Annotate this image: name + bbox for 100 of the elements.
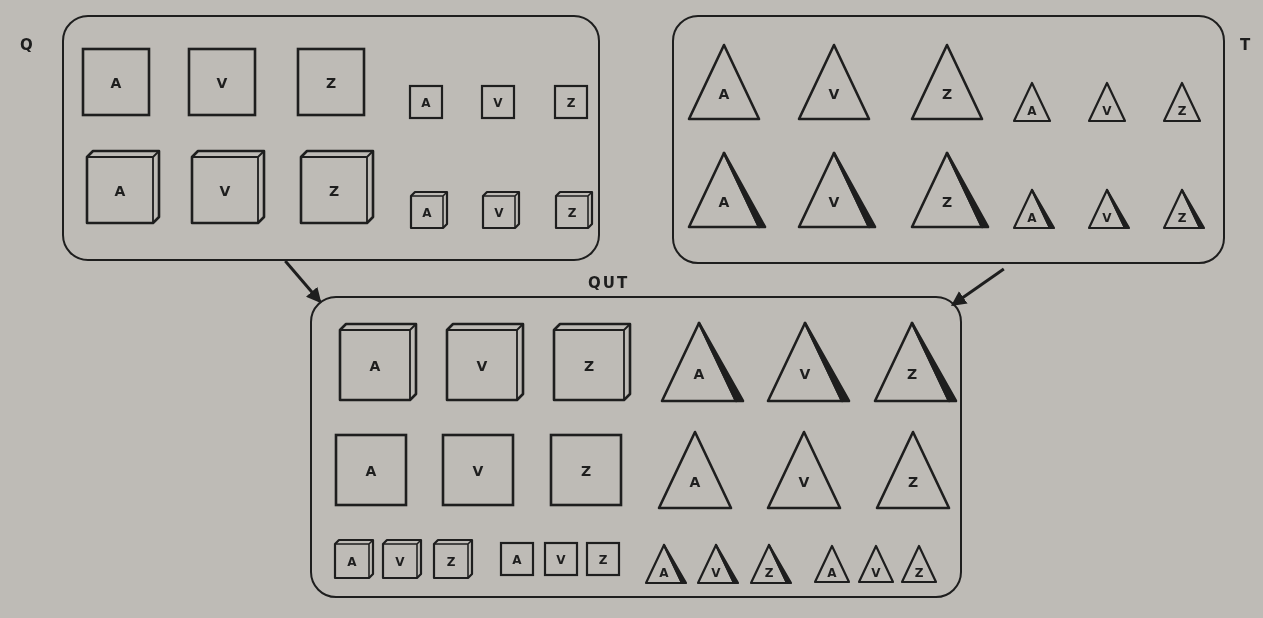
square-block — [340, 324, 416, 400]
letter: V — [799, 366, 811, 381]
triangle-block — [698, 545, 738, 583]
triangle — [1089, 83, 1125, 121]
square — [336, 435, 406, 505]
letter: Z — [598, 554, 608, 566]
letter: V — [216, 76, 228, 90]
square — [298, 49, 364, 115]
square-block — [434, 540, 472, 578]
square — [189, 49, 255, 115]
arrow — [284, 260, 322, 304]
square-block — [301, 151, 373, 223]
triangle-block — [662, 323, 743, 401]
square — [501, 543, 533, 575]
letter: Z — [446, 556, 456, 568]
letter: A — [369, 359, 381, 373]
triangle-block — [768, 323, 849, 401]
set-label: T — [1240, 38, 1253, 53]
letter: Z — [906, 366, 918, 381]
letter: A — [1027, 211, 1037, 224]
triangle — [912, 45, 982, 119]
triangle — [815, 546, 849, 582]
square — [482, 86, 514, 118]
letter: Z — [583, 359, 595, 373]
square-block — [383, 540, 421, 578]
triangle — [689, 45, 759, 119]
triangle — [1014, 83, 1050, 121]
set-label: QUT — [588, 276, 630, 291]
letter: A — [689, 474, 701, 489]
triangle — [1164, 83, 1200, 121]
letter: A — [659, 566, 669, 579]
letter: V — [476, 359, 488, 373]
triangle-block — [1014, 190, 1054, 228]
triangle — [877, 432, 949, 508]
letter: Z — [764, 566, 774, 579]
letter: Z — [941, 194, 953, 209]
square — [587, 543, 619, 575]
rounded-panel — [62, 15, 600, 261]
letter: Z — [1177, 211, 1187, 224]
triangle — [859, 546, 893, 582]
letter: Z — [328, 184, 340, 198]
letter: Z — [1177, 104, 1187, 117]
letter: A — [718, 194, 730, 209]
letter: Z — [325, 76, 337, 90]
set-label: Q — [20, 38, 35, 53]
letter: Z — [941, 86, 953, 101]
triangle-block — [751, 545, 791, 583]
letter: V — [395, 556, 405, 568]
triangle-block — [799, 153, 875, 227]
square-block — [554, 324, 630, 400]
letter: Z — [907, 474, 919, 489]
square-block — [556, 192, 592, 228]
triangle-block — [912, 153, 988, 227]
rounded-panel — [310, 296, 962, 598]
letter: A — [114, 184, 126, 198]
square — [443, 435, 513, 505]
letter: V — [494, 207, 504, 219]
square-block — [411, 192, 447, 228]
triangle — [768, 432, 840, 508]
letter: A — [827, 566, 837, 579]
letter: V — [828, 86, 840, 101]
square-block — [335, 540, 373, 578]
triangle-block — [875, 323, 956, 401]
square-block — [447, 324, 523, 400]
letter: V — [472, 464, 484, 478]
letter: V — [493, 97, 503, 109]
letter: V — [556, 554, 566, 566]
triangle-block — [646, 545, 686, 583]
letter: A — [693, 366, 705, 381]
letter: A — [347, 556, 357, 568]
triangle-block — [1089, 190, 1129, 228]
triangle-block — [1164, 190, 1204, 228]
letter: V — [219, 184, 231, 198]
letter: V — [798, 474, 810, 489]
triangle-block — [689, 153, 765, 227]
letter: V — [1102, 104, 1112, 117]
square-block — [87, 151, 159, 223]
letter: V — [1102, 211, 1112, 224]
letter: V — [711, 566, 721, 579]
arrow — [951, 267, 1005, 307]
square — [551, 435, 621, 505]
rounded-panel — [672, 15, 1225, 264]
letter: Z — [580, 464, 592, 478]
letter: Z — [914, 566, 924, 579]
letter: V — [871, 566, 881, 579]
square — [410, 86, 442, 118]
triangle — [902, 546, 936, 582]
letter: A — [1027, 104, 1037, 117]
triangle — [799, 45, 869, 119]
triangle — [659, 432, 731, 508]
letter: A — [512, 554, 522, 566]
square-block — [483, 192, 519, 228]
square — [545, 543, 577, 575]
letter: A — [365, 464, 377, 478]
letter: V — [828, 194, 840, 209]
square — [83, 49, 149, 115]
letter: Z — [567, 207, 577, 219]
letter: A — [718, 86, 730, 101]
square-block — [192, 151, 264, 223]
square — [555, 86, 587, 118]
